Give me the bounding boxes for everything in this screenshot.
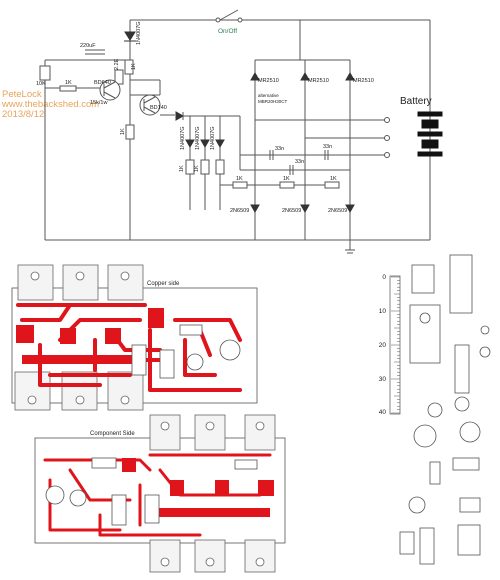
ruler-tick-0: 0 (382, 274, 386, 281)
on-off-switch (215, 9, 243, 23)
res-lower-label-1: 1K (179, 165, 185, 172)
diode-1n4007-top (124, 31, 136, 42)
footprint-dip-large (449, 254, 473, 314)
zener-1-alt-label: alternative (258, 93, 279, 98)
res-10k-label: 10K (36, 81, 46, 87)
thyristor-label-1: 2N6509 (230, 208, 249, 214)
component-parts (45, 457, 258, 526)
bd640-label: BD640 (94, 80, 111, 86)
component-pads (122, 458, 274, 517)
heatsink-tabs-top (17, 264, 144, 301)
diode-mid-label-1: 1N4007G (180, 126, 186, 150)
component-tabs-bottom (149, 539, 276, 573)
transistor-bd640 (99, 79, 121, 101)
battery-symbol (417, 100, 443, 240)
footprint-small-connector (399, 531, 415, 555)
zener-3-label: MR2510 (353, 78, 374, 84)
diode-mid-label-2: 1N4007G (195, 126, 201, 150)
diode-mid-label-3: 1N4007G (210, 126, 216, 150)
footprint-resistor-vertical (454, 344, 470, 394)
zener-diodes (250, 71, 355, 81)
watermark-author: PeteLock (2, 89, 42, 100)
ruler: 0 10 20 30 40 (379, 274, 401, 416)
component-tabs-top (149, 414, 276, 451)
footprint-small-round (480, 325, 490, 335)
pcb-copper-side: Copper side (11, 264, 258, 411)
thyristor-label-2: 2N6509 (282, 208, 301, 214)
diode-top-label: 1N4007G (136, 21, 142, 45)
battery-label: Battery (400, 96, 432, 107)
res-15k-label: 15k/1w (90, 100, 107, 106)
resistor-1k-f (324, 181, 340, 189)
ruler-tick-40: 40 (379, 409, 387, 416)
resistor-1k-mid (125, 124, 135, 140)
res-lower-label-5: 1K (330, 176, 337, 182)
resistor-2e2 (114, 69, 124, 85)
component-footprints (399, 254, 491, 565)
switch-label: On/Off (218, 28, 237, 35)
watermark-date: 2013/8/12 (2, 109, 45, 120)
zener-1-alt2-label: MBR20H30CT (258, 99, 288, 104)
res-1k-left-label: 1K (65, 80, 72, 86)
zener-1-label: MR2510 (258, 78, 279, 84)
cap-label-1: 33n (275, 146, 284, 152)
copper-components (131, 324, 241, 379)
res-1k-mid-label: 1K (120, 128, 126, 135)
schematic (39, 9, 443, 254)
res-lower-label-2: 1K (194, 165, 200, 172)
zener-2-label: MR2510 (308, 78, 329, 84)
res-lower-label-3: 1K (236, 176, 243, 182)
footprint-electrolytic-b (459, 421, 481, 443)
copper-side-label: Copper side (147, 281, 180, 287)
resistor-1k-c (215, 159, 225, 175)
resistor-15k (124, 59, 134, 75)
res-lower-label-4: 1K (283, 176, 290, 182)
led (175, 111, 185, 121)
resistor-1k-e (279, 181, 295, 189)
copper-pads (16, 308, 164, 364)
watermark-site: www.thebackshed.com (2, 99, 100, 110)
footprint-resistor-b (419, 527, 435, 565)
heatsink-tabs-bottom (14, 371, 144, 411)
footprint-to92 (408, 496, 426, 514)
pcb-component-side: Component Side (34, 414, 286, 573)
resistor-1k-b (200, 159, 210, 175)
ruler-tick-30: 30 (379, 376, 387, 383)
res-1k-side-label: 1K (131, 63, 137, 70)
resistor-1k-left (59, 85, 77, 92)
resistor-1k-a (185, 159, 195, 175)
ruler-tick-10: 10 (379, 308, 387, 315)
transistor-bd140 (139, 94, 161, 116)
bd140-label: BD140 (150, 105, 167, 111)
diodes-mid (185, 139, 225, 149)
cap-220-label: 220uF (80, 43, 96, 49)
cap-label-2: 33n (295, 159, 304, 165)
footprint-cap-ceramic (452, 457, 480, 471)
thyristors (250, 204, 355, 214)
footprint-connector (411, 264, 435, 294)
res-2e2-label: 2.2E (114, 58, 120, 70)
footprint-dip-small (457, 524, 481, 556)
cap-label-3: 33n (323, 144, 332, 150)
footprint-electrolytic-a (413, 424, 437, 448)
resistor-1k-d (232, 181, 248, 189)
resistor-10k (39, 65, 51, 81)
component-side-label: Component Side (90, 431, 135, 437)
ruler-tick-20: 20 (379, 342, 387, 349)
thyristor-label-3: 2N6509 (328, 208, 347, 214)
